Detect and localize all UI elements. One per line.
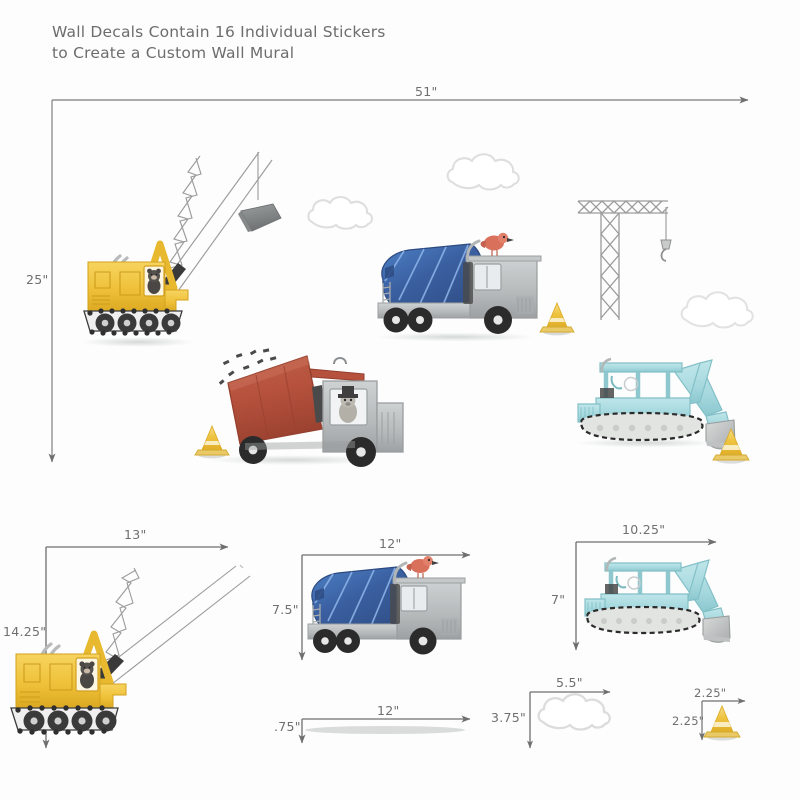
bear-driver-icon bbox=[79, 661, 95, 689]
cloud-dimension-arrows bbox=[527, 689, 611, 749]
bird-icon bbox=[406, 556, 439, 578]
crane-height-label: 14.25" bbox=[3, 624, 47, 639]
cone-width-label: 2.25" bbox=[694, 686, 727, 700]
mural-dimension-arrows bbox=[48, 96, 749, 463]
traffic-cone-icon bbox=[703, 704, 741, 741]
ground-shadow-height-label: .75" bbox=[274, 719, 301, 734]
crane-dimension-arrows bbox=[42, 543, 229, 749]
cone-height-label: 2.25" bbox=[672, 714, 705, 728]
dump-truck-icon bbox=[207, 348, 404, 467]
crane-width-label: 13" bbox=[124, 527, 147, 542]
ground-shadow-width-label: 12" bbox=[377, 703, 400, 718]
cloud-height-label: 3.75" bbox=[491, 710, 527, 725]
mixer-width-label: 12" bbox=[379, 536, 402, 551]
tower-crane-icon bbox=[577, 200, 672, 320]
cloud-icon bbox=[446, 153, 520, 191]
traffic-cone-icon bbox=[712, 427, 750, 464]
page-title: Wall Decals Contain 16 Individual Sticke… bbox=[52, 23, 386, 62]
cloud-width-label: 5.5" bbox=[556, 675, 583, 690]
crane-icon bbox=[82, 151, 282, 347]
bear-driver-icon bbox=[147, 268, 161, 294]
excavator-height-label: 7" bbox=[551, 592, 566, 607]
cloud-icon bbox=[680, 291, 754, 329]
excavator-width-label: 10.25" bbox=[622, 522, 666, 537]
mural-height-label: 25" bbox=[26, 272, 49, 287]
traffic-cone-icon bbox=[539, 301, 575, 336]
excavator-icon bbox=[584, 556, 731, 643]
traffic-cone-icon bbox=[194, 424, 230, 459]
ground-shadow-icon bbox=[305, 726, 465, 734]
excavator-dimension-arrows bbox=[572, 538, 717, 651]
cement-mixer-icon bbox=[307, 556, 466, 655]
cloud-icon bbox=[537, 693, 611, 731]
cloud-icon bbox=[307, 195, 374, 230]
mixer-height-label: 7.5" bbox=[272, 602, 299, 617]
crane-icon bbox=[10, 564, 251, 735]
cement-mixer-icon bbox=[375, 232, 542, 342]
cone-dimension-arrows bbox=[699, 698, 746, 741]
excavator-icon bbox=[576, 357, 736, 450]
mural-width-label: 51" bbox=[415, 84, 438, 99]
ground-shadow-dimension-arrows bbox=[298, 715, 471, 744]
bird-icon bbox=[480, 232, 514, 256]
mixer-dimension-arrows bbox=[298, 551, 471, 661]
driver-icon bbox=[338, 386, 358, 423]
